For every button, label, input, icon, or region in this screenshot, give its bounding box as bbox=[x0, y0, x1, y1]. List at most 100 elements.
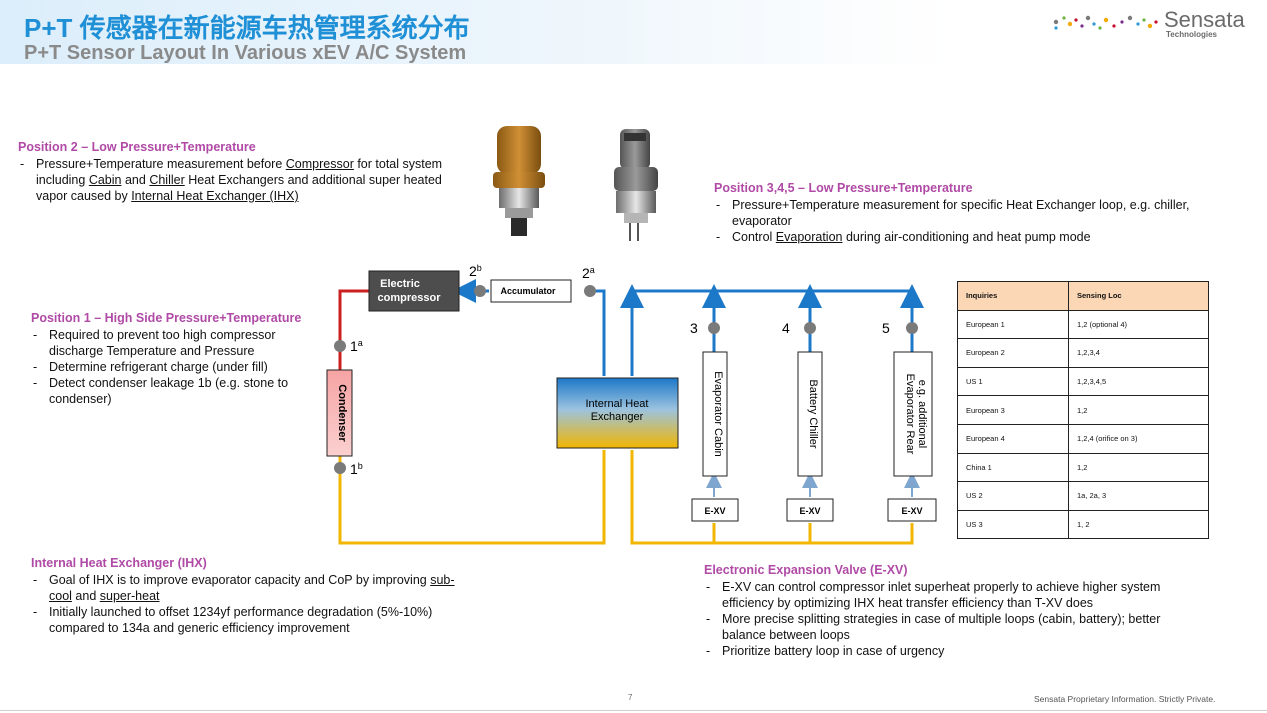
evaporator-cabin-label: Evaporator Cabin bbox=[712, 371, 724, 457]
logo-dot bbox=[1067, 21, 1073, 27]
sensor-1b bbox=[334, 462, 346, 474]
position1-title: Position 1 – High Side Pressure+Temperat… bbox=[31, 311, 302, 325]
ihx-bullet-1: Goal of IHX is to improve evaporator cap… bbox=[31, 572, 471, 604]
liquid-line-condenser-ihx bbox=[338, 450, 606, 545]
condenser-label: Condenser bbox=[336, 384, 348, 442]
logo-dot bbox=[1092, 22, 1096, 26]
position345-title: Position 3,4,5 – Low Pressure+Temperatur… bbox=[714, 181, 973, 195]
label-2b: 2b bbox=[469, 263, 482, 279]
sensor-4 bbox=[804, 322, 816, 334]
accumulator-label: Accumulator bbox=[500, 286, 556, 296]
sensor-1a bbox=[334, 340, 346, 352]
position345-bullet-1: Pressure+Temperature measurement for spe… bbox=[714, 197, 1194, 229]
sensor-photo-grey bbox=[614, 129, 658, 241]
battery-chiller-label: Battery Chiller bbox=[807, 379, 819, 448]
exv-cabin-label: E-XV bbox=[704, 506, 725, 516]
table-cell: 1a, 2a, 3 bbox=[1068, 481, 1209, 511]
sensor-5 bbox=[906, 322, 918, 334]
table-cell: 1,2 bbox=[1068, 452, 1209, 483]
table-cell: China 1 bbox=[957, 452, 1069, 483]
logo-dot bbox=[1120, 20, 1124, 24]
position2-bullet: Pressure+Temperature measurement before … bbox=[18, 156, 458, 204]
footer-divider bbox=[0, 710, 1267, 711]
ihx-title: Internal Heat Exchanger (IHX) bbox=[31, 556, 207, 570]
label-5: 5 bbox=[882, 320, 890, 336]
logo-dot bbox=[1054, 26, 1058, 30]
header-band bbox=[0, 0, 1267, 64]
logo-subtext: Technologies bbox=[1166, 30, 1217, 39]
label-2a: 2a bbox=[582, 265, 595, 281]
label-1a: 1a bbox=[350, 338, 363, 354]
table-cell: 1,2,4 (orifice on 3) bbox=[1068, 423, 1209, 454]
page-title-cn: P+T 传感器在新能源车热管理系统分布 bbox=[24, 13, 470, 43]
position2-title: Position 2 – Low Pressure+Temperature bbox=[18, 140, 256, 154]
logo-dot bbox=[1080, 24, 1084, 28]
table-cell: 1, 2 bbox=[1068, 509, 1209, 540]
table-header-inquiries: Inquiries bbox=[957, 281, 1069, 311]
logo-dot bbox=[1074, 18, 1078, 22]
exv-chiller bbox=[786, 498, 834, 522]
logo-dot bbox=[1085, 15, 1091, 21]
logo-dot bbox=[1112, 24, 1116, 28]
logo-dot bbox=[1098, 26, 1102, 30]
logo-dot bbox=[1062, 16, 1066, 20]
position345-block: Position 3,4,5 – Low Pressure+Temperatur… bbox=[714, 181, 1194, 245]
table-cell: European 2 bbox=[957, 338, 1069, 368]
position1-bullet-2: Determine refrigerant charge (under fill… bbox=[31, 359, 331, 375]
evaporator-rear-label-1: e.g. additional bbox=[916, 380, 928, 449]
evaporator-cabin bbox=[702, 351, 728, 477]
internal-heat-exchanger bbox=[556, 377, 679, 449]
table-cell: European 1 bbox=[957, 309, 1069, 340]
compressor-label-1: Electric bbox=[380, 278, 420, 290]
evaporator-rear bbox=[893, 351, 933, 477]
table-cell: 1,2,3,4,5 bbox=[1068, 366, 1209, 397]
sensata-logo-dots bbox=[1053, 15, 1158, 30]
exv-title: Electronic Expansion Valve (E-XV) bbox=[704, 563, 908, 577]
table-cell: US 3 bbox=[957, 509, 1069, 540]
evaporator-rear-label-2: Evaporator Rear bbox=[904, 374, 916, 455]
ihx-bullet-2: Initially launched to offset 1234yf perf… bbox=[31, 604, 471, 636]
sensor-2b bbox=[474, 285, 486, 297]
compressor-label-2: compressor bbox=[378, 292, 442, 304]
logo-dot bbox=[1154, 20, 1158, 24]
position2-block: Position 2 – Low Pressure+Temperature Pr… bbox=[18, 140, 458, 204]
electric-compressor bbox=[368, 270, 460, 312]
exv-cabin bbox=[691, 498, 739, 522]
exv-rear bbox=[887, 498, 937, 522]
logo-dot bbox=[1103, 17, 1109, 23]
exv-block: Electronic Expansion Valve (E-XV) E-XV c… bbox=[704, 563, 1204, 659]
footer-confidentiality: Sensata Proprietary Information. Strictl… bbox=[1034, 694, 1216, 704]
ihx-label-1: Internal Heat bbox=[586, 398, 649, 410]
ihx-block: Internal Heat Exchanger (IHX) Goal of IH… bbox=[31, 556, 471, 636]
label-4: 4 bbox=[782, 320, 790, 336]
table-header-row: Inquiries Sensing Loc bbox=[957, 281, 1209, 311]
logo-dot bbox=[1142, 18, 1146, 22]
table-header-sensing-loc: Sensing Loc bbox=[1068, 281, 1209, 311]
liquid-line-ihx-exv bbox=[630, 450, 914, 545]
page-title-en: P+T Sensor Layout In Various xEV A/C Sys… bbox=[24, 42, 467, 64]
logo-dot bbox=[1147, 23, 1153, 29]
position1-block: Position 1 – High Side Pressure+Temperat… bbox=[31, 311, 331, 407]
exv-bullet-2: More precise splitting strategies in cas… bbox=[704, 611, 1204, 643]
table-cell: 1,2 bbox=[1068, 395, 1209, 425]
table-cell: US 2 bbox=[957, 481, 1069, 511]
exv-bullet-1: E-XV can control compressor inlet superh… bbox=[704, 579, 1204, 611]
page-number: 7 bbox=[628, 693, 633, 702]
logo-dot bbox=[1053, 19, 1059, 25]
label-3: 3 bbox=[690, 320, 698, 336]
table-cell: US 1 bbox=[957, 366, 1069, 397]
table-cell: European 3 bbox=[957, 395, 1069, 425]
logo-dot bbox=[1127, 15, 1133, 21]
accumulator bbox=[490, 279, 572, 303]
sensor-3 bbox=[708, 322, 720, 334]
table-cell: 1,2 (optional 4) bbox=[1068, 309, 1209, 340]
